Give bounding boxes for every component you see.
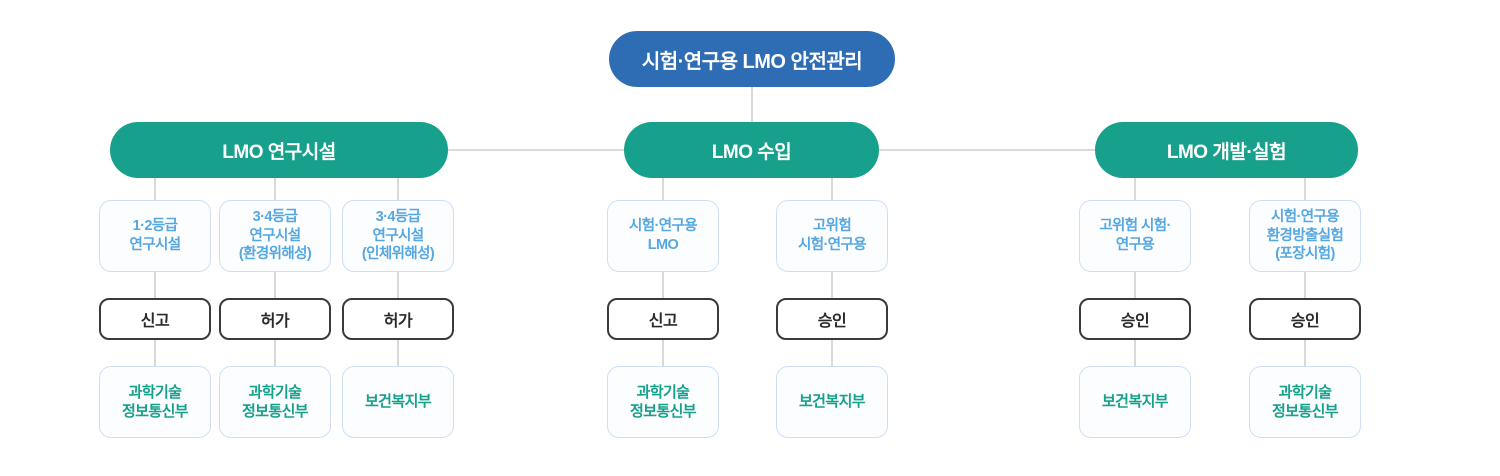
group-node-development-experiment: LMO 개발·실험	[1095, 122, 1358, 178]
root-node: 시험·연구용 LMO 안전관리	[609, 31, 895, 87]
connector-line	[831, 340, 833, 366]
category-label: 시험·연구용 환경방출실험 (포장시험)	[1266, 208, 1344, 263]
connector-line	[397, 272, 399, 298]
category-label: 3·4등급 연구시설 (인체위해성)	[361, 208, 435, 263]
connector-line	[1304, 272, 1306, 298]
connector-line	[751, 87, 753, 122]
connector-line	[154, 178, 156, 200]
action-label: 승인	[1120, 313, 1150, 330]
category-label: 시험·연구용 LMO	[629, 218, 698, 253]
agency-box: 보건복지부	[342, 366, 454, 438]
group-node-label: LMO 개발·실험	[1166, 141, 1287, 163]
group-node-import: LMO 수입	[624, 122, 879, 178]
connector-line	[1134, 340, 1136, 366]
action-label: 신고	[140, 313, 170, 330]
agency-box: 보건복지부	[776, 366, 888, 438]
category-box: 고위험 시험· 연구용	[1079, 200, 1191, 272]
category-box: 시험·연구용 LMO	[607, 200, 719, 272]
agency-label: 보건복지부	[798, 393, 866, 411]
agency-label: 과학기술 정보통신부	[121, 383, 189, 421]
category-label: 고위험 시험· 연구용	[1099, 218, 1171, 253]
agency-label: 과학기술 정보통신부	[241, 383, 309, 421]
action-label: 승인	[1290, 313, 1320, 330]
group-node-label: LMO 수입	[711, 141, 792, 163]
action-box: 승인	[1249, 298, 1361, 340]
group-node-label: LMO 연구시설	[222, 141, 336, 163]
root-node-label: 시험·연구용 LMO 안전관리	[641, 50, 863, 73]
action-label: 신고	[648, 313, 678, 330]
category-box: 3·4등급 연구시설 (환경위해성)	[219, 200, 331, 272]
action-label: 허가	[383, 313, 413, 330]
connector-line	[397, 340, 399, 366]
action-box: 승인	[1079, 298, 1191, 340]
agency-label: 과학기술 정보통신부	[629, 383, 697, 421]
connector-line	[274, 272, 276, 298]
category-box: 시험·연구용 환경방출실험 (포장시험)	[1249, 200, 1361, 272]
action-label: 허가	[260, 313, 290, 330]
category-box: 고위험 시험·연구용	[776, 200, 888, 272]
category-label: 1·2등급 연구시설	[129, 218, 182, 253]
category-box: 3·4등급 연구시설 (인체위해성)	[342, 200, 454, 272]
agency-label: 과학기술 정보통신부	[1271, 383, 1339, 421]
connector-line	[662, 272, 664, 298]
agency-label: 보건복지부	[364, 393, 432, 411]
connector-line	[831, 272, 833, 298]
connector-line	[662, 340, 664, 366]
connector-line	[877, 149, 1097, 151]
connector-line	[274, 178, 276, 200]
action-box: 허가	[342, 298, 454, 340]
agency-box: 과학기술 정보통신부	[1249, 366, 1361, 438]
connector-line	[154, 340, 156, 366]
action-label: 승인	[817, 313, 847, 330]
action-box: 신고	[99, 298, 211, 340]
connector-line	[1134, 272, 1136, 298]
agency-label: 보건복지부	[1101, 393, 1169, 411]
action-box: 허가	[219, 298, 331, 340]
agency-box: 과학기술 정보통신부	[99, 366, 211, 438]
action-box: 신고	[607, 298, 719, 340]
agency-box: 보건복지부	[1079, 366, 1191, 438]
agency-box: 과학기술 정보통신부	[607, 366, 719, 438]
category-label: 3·4등급 연구시설 (환경위해성)	[238, 208, 312, 263]
connector-line	[1304, 178, 1306, 200]
connector-line	[154, 272, 156, 298]
group-node-research-facility: LMO 연구시설	[110, 122, 448, 178]
connector-line	[1134, 178, 1136, 200]
connector-line	[662, 178, 664, 200]
connector-line	[831, 178, 833, 200]
connector-line	[446, 149, 626, 151]
connector-line	[1304, 340, 1306, 366]
category-box: 1·2등급 연구시설	[99, 200, 211, 272]
category-label: 고위험 시험·연구용	[798, 218, 867, 253]
agency-box: 과학기술 정보통신부	[219, 366, 331, 438]
connector-line	[274, 340, 276, 366]
action-box: 승인	[776, 298, 888, 340]
connector-line	[397, 178, 399, 200]
